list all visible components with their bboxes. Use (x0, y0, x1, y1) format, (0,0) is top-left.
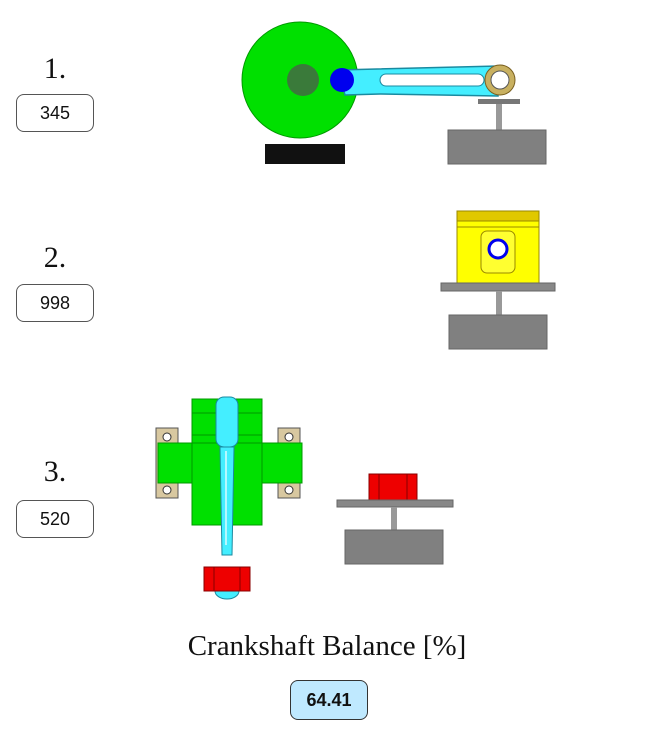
row-1-post (496, 104, 502, 132)
row-2-platform (440, 282, 556, 292)
balance-red-weight (368, 473, 418, 501)
row-3-value-field[interactable]: 520 (16, 500, 94, 538)
row-1-number: 1. (43, 52, 67, 85)
piston-pin (487, 238, 509, 260)
row-3-platform (336, 499, 454, 508)
crank-rod (215, 396, 239, 448)
crank-mechanism-illustration (241, 21, 547, 165)
row-2-value-field[interactable]: 998 (16, 284, 94, 322)
row-2-number: 2. (43, 241, 67, 274)
row-3-weight-block (344, 529, 444, 565)
row-3-post (391, 507, 397, 531)
row-1-weight-block (447, 129, 547, 165)
balance-result-field[interactable]: 64.41 (290, 680, 368, 720)
row-2-weight-block (448, 314, 548, 350)
balance-weight-illustration (336, 473, 454, 565)
row-3-counterweight (203, 566, 251, 592)
crank-pin (330, 68, 354, 92)
crank-hub (287, 64, 319, 96)
piston-top (456, 210, 540, 222)
row-1-value-field[interactable]: 345 (16, 94, 94, 132)
row-3-number: 3. (43, 455, 67, 488)
crank-base-block (265, 144, 345, 164)
row-1-platform (478, 99, 520, 104)
row-2-post (496, 291, 502, 317)
crankshaft-illustration (155, 396, 303, 600)
piston-illustration (440, 210, 556, 350)
crankshaft-balance-caption: Crankshaft Balance [%] (187, 630, 467, 662)
